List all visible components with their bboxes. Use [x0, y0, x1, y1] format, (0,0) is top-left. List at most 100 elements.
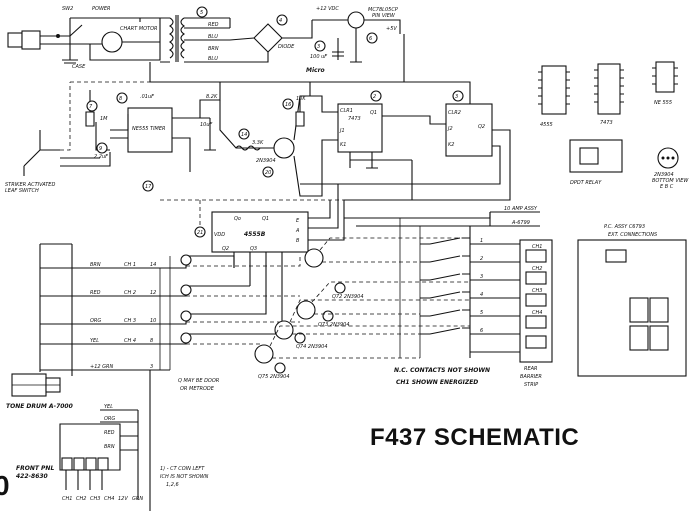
- bottom-note-3: 1,2,6: [166, 482, 179, 488]
- channel-color-5: +12 GRN: [90, 364, 113, 370]
- channel-num-1: 14: [150, 262, 156, 268]
- decoder-chip-4555b: [211, 211, 309, 253]
- winding-label-1: RED: [208, 22, 219, 28]
- timer-label-16: 16: [285, 102, 291, 108]
- channel-num-2: 12: [150, 290, 156, 296]
- schematic-title: F437 SCHEMATIC: [370, 424, 580, 451]
- power-plug: [7, 30, 60, 50]
- timer-label-14: 14: [241, 132, 247, 138]
- legend-chip-4555: [538, 65, 570, 115]
- transistor-label-2: Q73 2N3904: [318, 322, 350, 328]
- front-panel-label: FRONT PNL: [16, 465, 54, 472]
- front-panel-part: 422-8630: [16, 473, 48, 480]
- timer-label-20: 20: [265, 170, 271, 176]
- channel-color-2: RED: [90, 290, 101, 296]
- bottom-note-2: ICH IS NOT SHOWN: [160, 474, 209, 480]
- transistor-q75: [254, 344, 274, 364]
- legend-chip-7473: [594, 63, 624, 115]
- transistor-q72: [304, 248, 324, 268]
- wire-label-4: BRN: [104, 444, 115, 450]
- decoder-pin-b: B: [296, 238, 300, 244]
- barrier-ch-3: CH3: [532, 288, 542, 294]
- bridge-rectifier: 4 DIODE: [253, 14, 295, 53]
- regulator-number: 4: [279, 18, 282, 24]
- may-be-note: Q MAY BE DOOR: [178, 378, 219, 384]
- tone-drum-label: TONE DRUM A-7000: [6, 403, 73, 410]
- strike-label-2: LEAF SWITCH: [5, 188, 39, 194]
- decoder-pin-a: A: [295, 228, 300, 234]
- timer-chip-label: NE555 TIMER: [132, 126, 166, 132]
- timer-label-8: 8: [119, 96, 122, 102]
- decoder-number: 21: [197, 230, 203, 236]
- timer-cap-3: 2.2uF: [94, 154, 108, 160]
- barrier-label: BARRIER: [520, 374, 542, 380]
- pcb-board: [577, 239, 687, 377]
- barrier-ch-2: CH2: [532, 266, 542, 272]
- relay-pin-4: 4: [480, 292, 483, 298]
- rear-barrier-strip: [519, 239, 553, 363]
- channel-num-5: 3: [150, 364, 153, 370]
- decoder-pin-e: E: [296, 218, 300, 224]
- switch-label: SW2: [62, 6, 73, 12]
- channel-num-3: 10: [150, 318, 156, 324]
- ne555-timer-chip: [127, 107, 173, 153]
- flipflop-pin-3: Q1: [370, 110, 377, 116]
- timer-label-9: 9: [99, 146, 102, 152]
- bottom-chip-2: CH2: [76, 496, 86, 502]
- decoder-pin-q2: Q2: [222, 246, 229, 252]
- timer-label-7: 7: [89, 104, 93, 110]
- transistor-label-4: Q75 2N3904: [258, 374, 290, 380]
- pcb-label: P.C. ASSY C6793: [604, 224, 645, 230]
- wire-label-1: YEL: [104, 404, 113, 410]
- channel-name-1: CH 1: [124, 262, 136, 268]
- bottom-chip-1: CH1: [62, 496, 72, 502]
- legend-relay: [569, 139, 623, 173]
- tone-drum: [11, 373, 61, 397]
- bottom-note-1: 1) - CT COIN LEFT: [160, 466, 205, 472]
- barrier-ch-4: CH4: [532, 310, 542, 316]
- relay-contacts: [399, 212, 520, 358]
- transistor-q73: [296, 300, 316, 320]
- transformer-number: 5: [200, 10, 203, 16]
- channel-color-3: ORG: [90, 318, 101, 324]
- decoder-chip-label: 4555B: [244, 231, 266, 238]
- decoder-pin-q3: Q3: [250, 246, 257, 252]
- bridge-label: DIODE: [278, 44, 295, 50]
- channel-name-2: CH 2: [124, 290, 136, 296]
- flipflop2-number: 3: [455, 94, 458, 100]
- amp-label: 10 AMP ASSY: [504, 206, 538, 212]
- channel-color-1: BRN: [90, 262, 101, 268]
- bottom-grn: GRN: [132, 496, 143, 502]
- flipflop-pin-2: J1: [339, 128, 345, 134]
- voltage-regulator: [347, 11, 365, 29]
- amp-label-2: A-6799: [511, 220, 530, 226]
- case-label: CASE: [72, 64, 86, 70]
- strike-label-1: STRIKER ACTIVATED: [5, 182, 55, 188]
- legend-relay-label: DPDT RELAY: [570, 180, 602, 186]
- flipflop2-pin-4: K2: [448, 142, 454, 148]
- transistor-label-1: Q72 2N3904: [332, 294, 364, 300]
- relay-pin-1: 1: [480, 238, 483, 244]
- regulator-output: +5V: [386, 26, 397, 32]
- legend-chip-4555-label: 4555: [540, 122, 553, 128]
- strip-label: STRIP: [524, 382, 538, 388]
- channel-color-4: YEL: [90, 338, 99, 344]
- bottom-chip-5: 12V: [118, 496, 128, 502]
- legend-transistor-pins: E B C: [660, 184, 674, 190]
- winding-label-2: BLU: [208, 34, 218, 40]
- timer-label-17: 17: [145, 184, 152, 190]
- flipflop-chip-7473: [337, 103, 383, 153]
- relay-pin-2: 2: [480, 256, 483, 262]
- wire-label-3: RED: [104, 430, 115, 436]
- channel-name-4: CH 4: [124, 338, 136, 344]
- regulator-view: PIN VIEW: [372, 13, 396, 19]
- channel-wiring: [39, 243, 301, 376]
- legend-transistor-view: BOTTOM VIEW: [652, 178, 689, 184]
- flipflop-chip: 7473: [348, 116, 361, 122]
- flipflop-chip-2: [445, 103, 493, 157]
- winding-label-4: BLU: [208, 56, 218, 62]
- legend-chip-ne555: [652, 61, 678, 93]
- wire-label-2: ORG: [104, 416, 115, 422]
